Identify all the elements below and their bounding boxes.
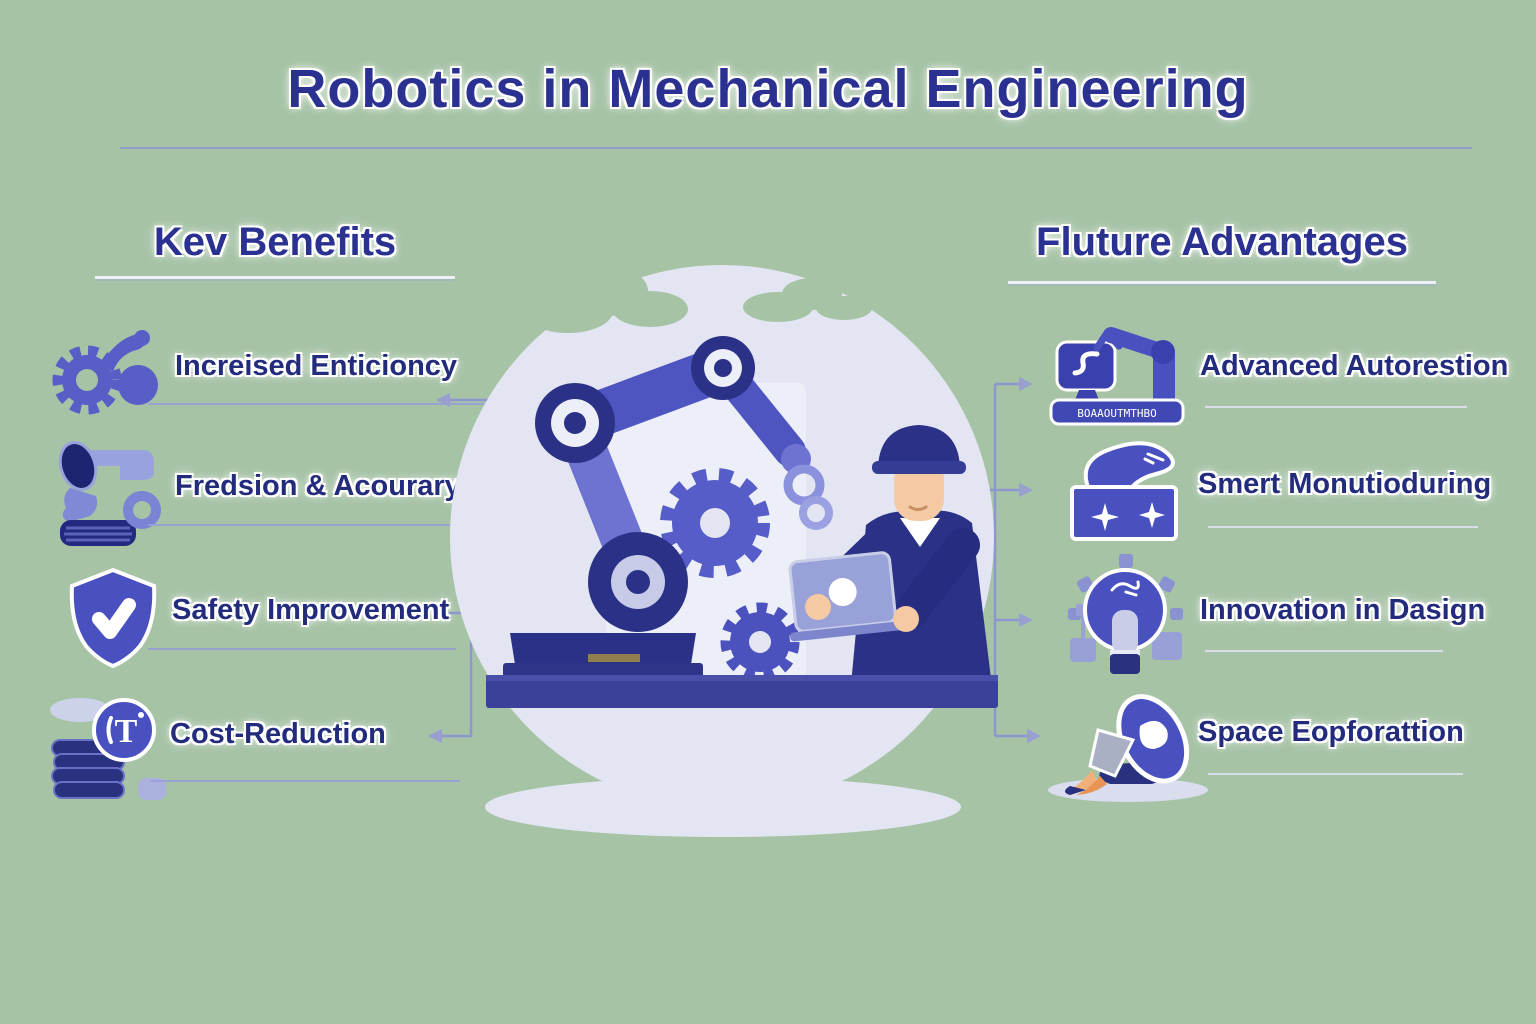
advantage-divider	[1205, 406, 1467, 408]
cloud-icon	[523, 266, 872, 333]
title-divider	[120, 147, 1472, 149]
benefit-divider	[150, 780, 460, 782]
advantage-label-automation: Advanced Autorestion	[1200, 350, 1509, 382]
page-title: Robotics in Mechanical Engineering	[287, 59, 1249, 119]
benefit-label-cost: Cost-Reduction	[170, 718, 386, 750]
benefit-label-precision: Fredsion & Acourary	[175, 470, 461, 502]
sparkle-box-icon	[1060, 432, 1188, 547]
laptop	[788, 551, 904, 642]
advantage-label-innovation: Innovation in Dasign	[1200, 594, 1486, 626]
benefit-divider	[148, 648, 456, 650]
right-heading-divider	[1008, 281, 1436, 284]
gear-arm-icon	[45, 322, 160, 417]
right-section-heading: Fluture Advantages	[1036, 220, 1408, 264]
advantage-divider	[1208, 526, 1478, 528]
robot-arm-console-icon: BOAAOUTMTHBO	[1045, 320, 1190, 426]
benefit-label-safety: Safety Improvement	[172, 594, 450, 626]
benefit-divider	[148, 403, 484, 405]
gear-icon	[720, 602, 800, 682]
advantage-label-space: Space Eopforattion	[1198, 716, 1464, 748]
engineer-figure	[788, 425, 993, 695]
benefit-label-efficiency: Increised Enticioncy	[175, 350, 458, 382]
robotic-arm-engineer-illustration	[448, 235, 1010, 837]
gear-icon	[660, 468, 770, 578]
hard-hat	[878, 425, 960, 467]
robotic-dispenser-icon	[42, 438, 162, 548]
left-section-heading: Kev Benefits	[153, 220, 397, 264]
console-glyphs: BOAAOUTMTHBO	[1077, 407, 1156, 420]
rocket-icon	[1040, 678, 1210, 803]
left-heading-divider	[95, 276, 455, 279]
coin-stack-icon: T	[42, 688, 167, 800]
advantage-label-monitoring: Smert Monutioduring	[1198, 468, 1492, 500]
svg-text:T: T	[115, 713, 138, 750]
lightbulb-network-icon	[1066, 552, 1186, 677]
shield-check-icon	[58, 562, 168, 672]
workbench	[486, 675, 998, 708]
robotic-arm	[503, 336, 833, 685]
advantage-divider	[1208, 773, 1463, 775]
benefit-divider	[148, 524, 483, 526]
advantage-divider	[1205, 650, 1443, 652]
